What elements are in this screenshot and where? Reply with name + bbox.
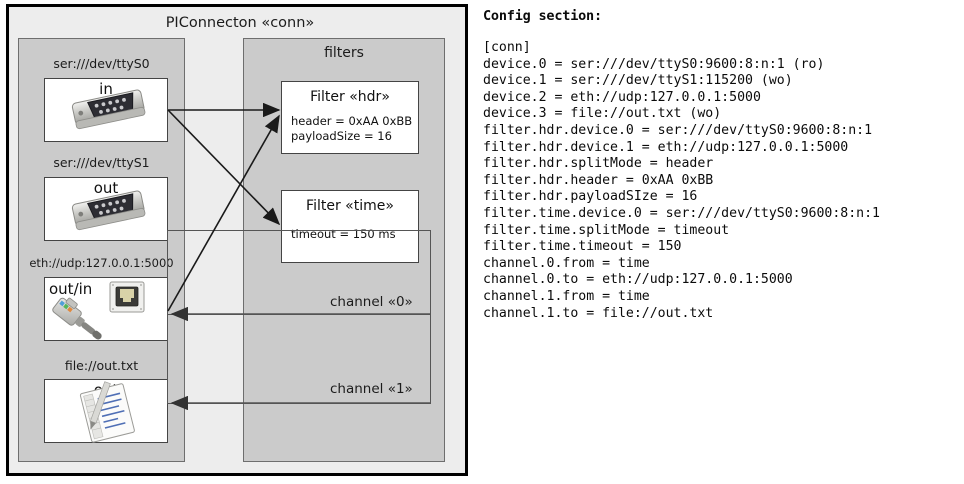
config-line: filter.hdr.device.1 = eth://udp:127.0.0.… <box>483 139 849 155</box>
config-line: filter.hdr.splitMode = header <box>483 156 714 172</box>
connection-diagram: PIConnecton «conn» ser:///dev/ttyS0 in s… <box>0 0 478 484</box>
config-line: channel.0.from = time <box>483 255 650 271</box>
device-label-1: ser:///dev/ttyS1 <box>53 155 150 170</box>
config-line: device.1 = ser:///dev/ttyS1:115200 (wo) <box>483 73 793 89</box>
device-label-3: file://out.txt <box>64 358 139 373</box>
filters-panel-title: filters <box>324 45 364 61</box>
config-line: channel.1.from = time <box>483 288 650 304</box>
filter-prop-hdr-1: payloadSize = 16 <box>291 129 392 143</box>
filter-box-hdr[interactable]: Filter «hdr» header = 0xAA 0xBB payloadS… <box>281 81 419 154</box>
config-section: Config section: [conn]device.0 = ser:///… <box>483 0 964 484</box>
filter-title-time: Filter «time» <box>306 198 394 214</box>
filter-box-time[interactable]: Filter «time» timeout = 150 ms <box>281 190 419 263</box>
config-line: filter.hdr.payloadSIze = 16 <box>483 189 698 205</box>
config-line: filter.hdr.device.0 = ser:///dev/ttyS0:9… <box>483 122 873 138</box>
config-heading: Config section: <box>483 8 602 24</box>
device-direction-2: out/in <box>49 280 93 298</box>
device-label-0: ser:///dev/ttyS0 <box>53 56 150 71</box>
filter-prop-hdr-0: header = 0xAA 0xBB <box>291 114 413 128</box>
channel-label-0: channel «0» <box>330 294 413 310</box>
config-line: filter.hdr.header = 0xAA 0xBB <box>483 172 714 188</box>
config-line: filter.time.device.0 = ser:///dev/ttyS0:… <box>483 205 880 221</box>
config-line: filter.time.splitMode = timeout <box>483 222 730 238</box>
config-line: device.3 = file://out.txt (wo) <box>483 106 722 122</box>
channel-label-1: channel «1» <box>330 381 413 397</box>
device-direction-0: in <box>99 80 113 98</box>
device-direction-3: out <box>93 381 119 399</box>
config-line: [conn] <box>483 40 531 55</box>
config-line: device.0 = ser:///dev/ttyS0:9600:8:n:1 (… <box>483 56 825 72</box>
filter-title-hdr: Filter «hdr» <box>310 89 390 105</box>
config-line: filter.time.timeout = 150 <box>483 239 682 255</box>
config-lines: [conn]device.0 = ser:///dev/ttyS0:9600:8… <box>483 40 880 322</box>
config-line: channel.0.to = eth://udp:127.0.0.1:5000 <box>483 272 793 288</box>
diagram-title: PIConnecton «conn» <box>165 15 315 31</box>
device-label-2: eth://udp:127.0.0.1:5000 <box>29 256 174 270</box>
device-direction-1: out <box>93 179 119 197</box>
config-line: channel.1.to = file://out.txt <box>483 305 714 321</box>
config-line: device.2 = eth://udp:127.0.0.1:5000 <box>483 89 761 105</box>
